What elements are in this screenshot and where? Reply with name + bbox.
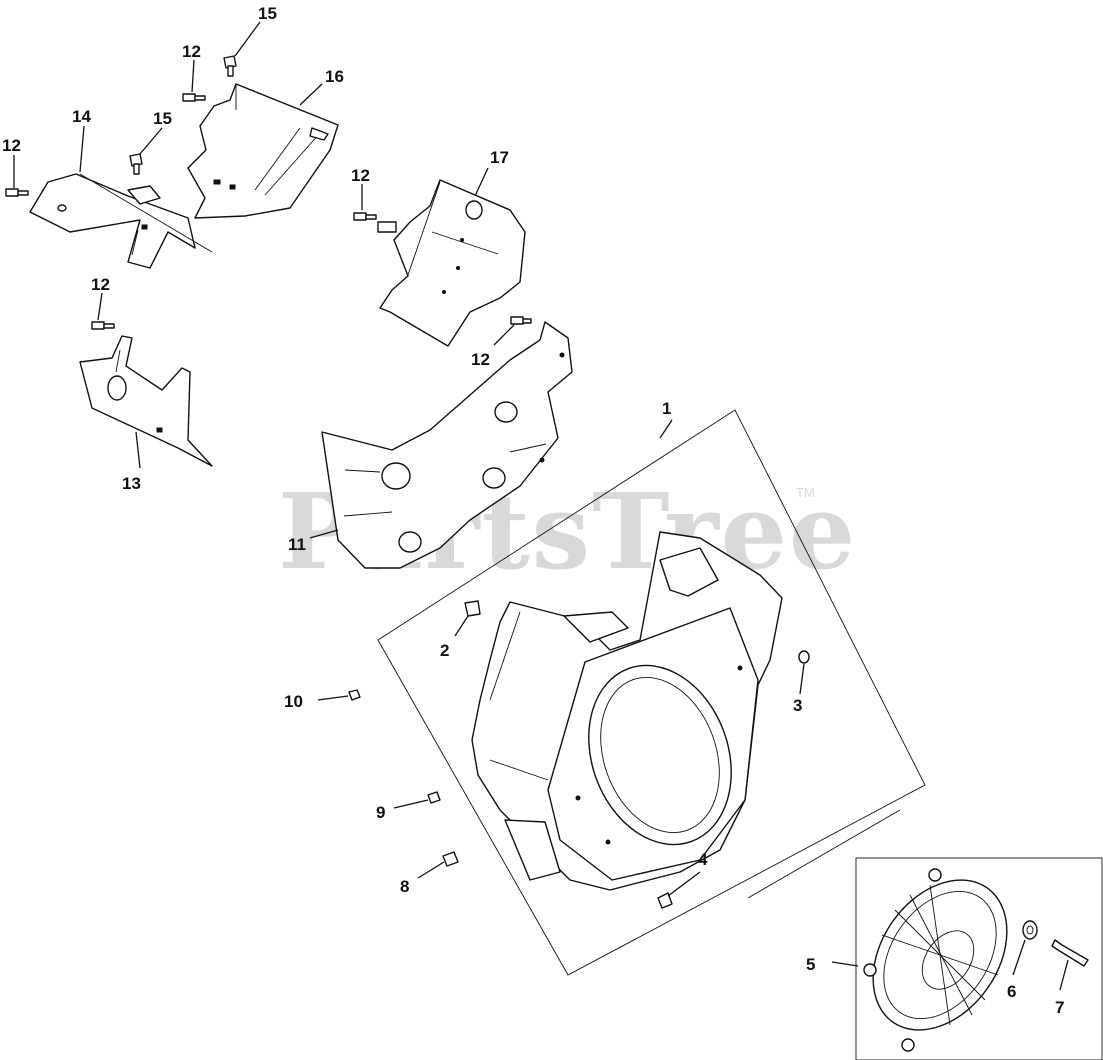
part-6-washer (1022, 920, 1038, 940)
part-9-screw (427, 791, 441, 804)
callout-labels: 1 2 3 4 5 6 7 8 9 10 11 12 12 12 12 12 1… (2, 4, 1064, 1017)
callout-11: 11 (288, 535, 306, 554)
part-7-bolt (1051, 939, 1089, 967)
callout-3: 3 (793, 696, 802, 715)
callout-14: 14 (72, 107, 91, 126)
part-12-screw-e (510, 316, 532, 325)
callout-10: 10 (284, 692, 303, 711)
part-12-screw-a (182, 93, 206, 102)
callout-12-a: 12 (182, 42, 201, 61)
part-1-blower-housing (471, 531, 783, 891)
callout-13: 13 (122, 474, 141, 493)
part-10-screw (348, 689, 361, 701)
callout-15-b: 15 (153, 109, 172, 128)
part-14-left-bracket (29, 173, 213, 269)
callout-6: 6 (1007, 982, 1016, 1001)
leader-lines (13, 21, 1069, 991)
part-17-duct-shroud (377, 179, 526, 347)
part-12-screw-d (91, 321, 115, 330)
part-3-plug (798, 650, 810, 664)
callout-15-a: 15 (258, 4, 277, 23)
assembly-group-frame (377, 409, 926, 976)
part-4-nut (657, 892, 673, 909)
part-15-top-screw (223, 55, 237, 77)
watermark-trademark: TM (796, 485, 815, 500)
part-5-fan-grille (863, 868, 1008, 1052)
callout-8: 8 (400, 877, 409, 896)
part-12-screw-c (353, 212, 377, 221)
callout-17: 17 (490, 148, 509, 167)
part-12-screw-b (5, 188, 29, 197)
callout-12-d: 12 (91, 275, 110, 294)
callout-9: 9 (376, 803, 385, 822)
part-11-curved-baffle (321, 321, 573, 569)
grille-detail-box (855, 857, 1103, 1060)
part-8-screw (442, 851, 459, 867)
frame-extension-line (747, 809, 901, 899)
callout-1: 1 (662, 399, 671, 418)
callout-16: 16 (325, 67, 344, 86)
callout-7: 7 (1055, 998, 1064, 1017)
callout-5: 5 (806, 955, 815, 974)
callout-12-e: 12 (471, 350, 490, 369)
part-16-upper-shroud (187, 83, 339, 219)
callout-12-c: 12 (351, 166, 370, 185)
callout-2: 2 (440, 641, 449, 660)
callout-12-b: 12 (2, 136, 21, 155)
part-15-mid-screw (129, 153, 143, 175)
callout-4: 4 (698, 850, 708, 869)
part-2-clip (464, 600, 481, 617)
part-13-lower-bracket (79, 335, 213, 467)
